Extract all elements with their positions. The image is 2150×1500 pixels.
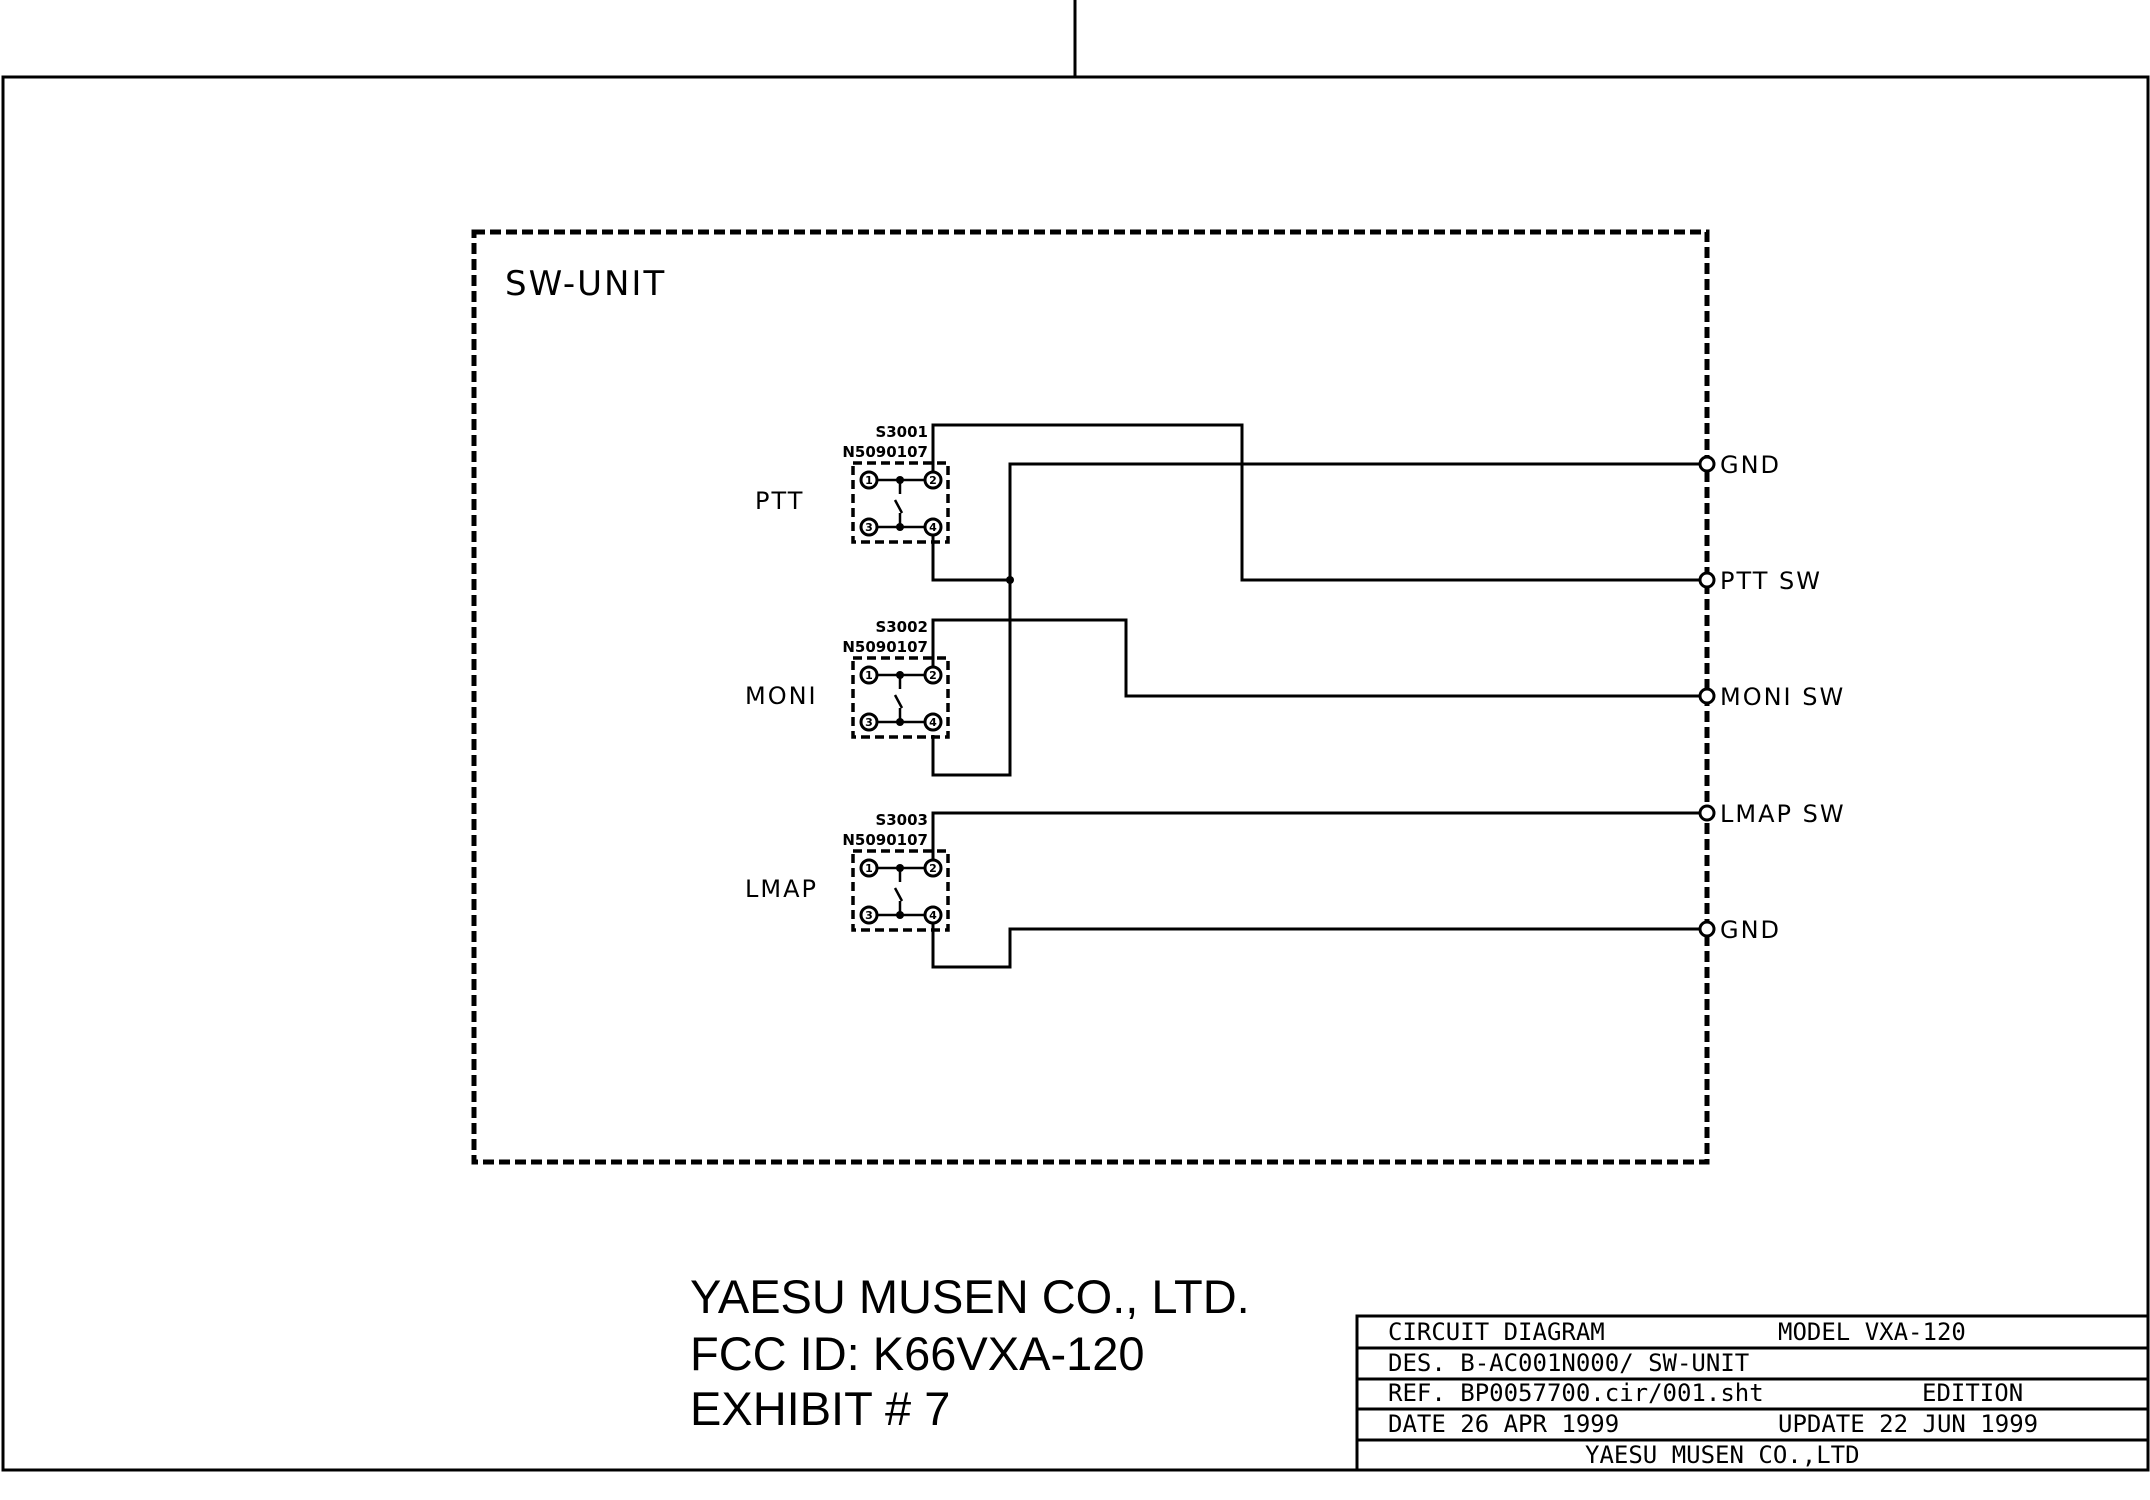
switch-part-number: N5090107 bbox=[842, 443, 928, 461]
switch-ref: S3002 bbox=[875, 618, 928, 636]
connector-label: GND bbox=[1720, 451, 1781, 479]
title-block-title: CIRCUIT DIAGRAM bbox=[1388, 1318, 1605, 1346]
connector-lmap-sw: LMAP SW bbox=[1698, 800, 1846, 828]
title-block-date: DATE 26 APR 1999 bbox=[1388, 1410, 1619, 1438]
fcc-id: FCC ID: K66VXA-120 bbox=[690, 1327, 1145, 1380]
connector-gnd: GND bbox=[1698, 451, 1781, 479]
title-block: CIRCUIT DIAGRAM MODEL VXA-120 DES. B-AC0… bbox=[1355, 1314, 2150, 1472]
title-block-des: DES. B-AC001N000/ SW-UNIT bbox=[1388, 1349, 1749, 1377]
title-block-edition: EDITION bbox=[1922, 1379, 2023, 1407]
svg-text:3: 3 bbox=[865, 716, 873, 729]
connector-terminal-icon bbox=[1698, 687, 1716, 705]
switch-outline bbox=[851, 461, 950, 544]
junction-dot bbox=[1006, 576, 1014, 584]
switch-label: PTT bbox=[755, 487, 804, 515]
wiring bbox=[931, 423, 1700, 969]
wire-s3001-gnd bbox=[931, 535, 1010, 582]
switch-label: MONI bbox=[745, 682, 818, 710]
switch-outline bbox=[851, 849, 950, 932]
svg-text:4: 4 bbox=[929, 716, 937, 729]
title-block-model: MODEL VXA-120 bbox=[1778, 1318, 1966, 1346]
svg-text:1: 1 bbox=[865, 862, 873, 875]
pin-1: 1 bbox=[859, 470, 879, 490]
connector-label: PTT SW bbox=[1720, 567, 1822, 595]
pin-4: 4 bbox=[923, 905, 943, 925]
wire-lmap-sw bbox=[931, 811, 1700, 860]
connector-ptt-sw: PTT SW bbox=[1698, 567, 1822, 595]
pin-4: 4 bbox=[923, 517, 943, 537]
svg-text:3: 3 bbox=[865, 521, 873, 534]
pin-4: 4 bbox=[923, 712, 943, 732]
pin-3: 3 bbox=[859, 517, 879, 537]
connector-terminal-icon bbox=[1698, 455, 1716, 473]
connector-terminal-icon bbox=[1698, 920, 1716, 938]
wire-gnd-bus bbox=[931, 462, 1700, 777]
connector-moni-sw: MONI SW bbox=[1698, 683, 1845, 711]
svg-text:4: 4 bbox=[929, 521, 937, 534]
svg-text:3: 3 bbox=[865, 909, 873, 922]
switch-part-number: N5090107 bbox=[842, 638, 928, 656]
connector-gnd: GND bbox=[1698, 916, 1781, 944]
connector-label: GND bbox=[1720, 916, 1781, 944]
switch-part-number: N5090107 bbox=[842, 831, 928, 849]
switch-ref: S3001 bbox=[875, 423, 928, 441]
switch-outline bbox=[851, 656, 950, 739]
pin-3: 3 bbox=[859, 712, 879, 732]
svg-text:2: 2 bbox=[929, 669, 937, 682]
connector-label: MONI SW bbox=[1720, 683, 1845, 711]
title-block-update: UPDATE 22 JUN 1999 bbox=[1778, 1410, 2038, 1438]
pin-3: 3 bbox=[859, 905, 879, 925]
pin-1: 1 bbox=[859, 858, 879, 878]
pin-2: 2 bbox=[923, 858, 943, 878]
wire-ptt-sw bbox=[931, 423, 1700, 582]
wire-moni-sw bbox=[931, 618, 1700, 698]
title-block-company: YAESU MUSEN CO.,LTD bbox=[1585, 1441, 1860, 1469]
switch-ref: S3003 bbox=[875, 811, 928, 829]
sw-unit-title: SW-UNIT bbox=[505, 264, 666, 304]
connector-label: LMAP SW bbox=[1720, 800, 1846, 828]
company-name: YAESU MUSEN CO., LTD. bbox=[690, 1270, 1250, 1323]
svg-text:2: 2 bbox=[929, 474, 937, 487]
svg-text:1: 1 bbox=[865, 474, 873, 487]
svg-text:4: 4 bbox=[929, 909, 937, 922]
exhibit-number: EXHIBIT # 7 bbox=[690, 1382, 950, 1435]
svg-text:1: 1 bbox=[865, 669, 873, 682]
sheet-frame bbox=[1, 75, 2150, 1472]
switch-label: LMAP bbox=[745, 875, 818, 903]
wire-lmap-gnd bbox=[931, 923, 1700, 969]
connector-terminal-icon bbox=[1698, 804, 1716, 822]
pin-1: 1 bbox=[859, 665, 879, 685]
pin-2: 2 bbox=[923, 470, 943, 490]
svg-text:2: 2 bbox=[929, 862, 937, 875]
pin-2: 2 bbox=[923, 665, 943, 685]
title-block-ref: REF. BP0057700.cir/001.sht bbox=[1388, 1379, 1764, 1407]
connector-terminal-icon bbox=[1698, 571, 1716, 589]
